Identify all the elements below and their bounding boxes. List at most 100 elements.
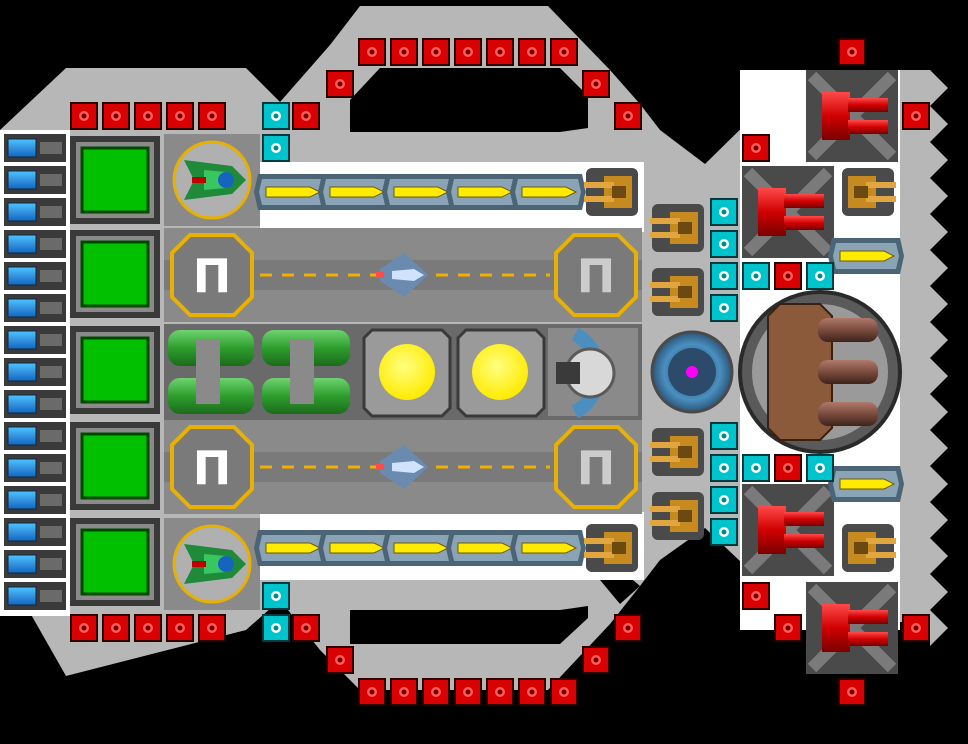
armor-block[interactable] — [454, 38, 482, 66]
armor-block[interactable] — [838, 678, 866, 706]
turret[interactable] — [584, 168, 638, 216]
fuel-tanks[interactable] — [168, 330, 350, 414]
armor-block[interactable] — [166, 102, 194, 130]
armor-block[interactable] — [742, 134, 770, 162]
armor-block[interactable] — [774, 454, 802, 482]
armor-block[interactable] — [326, 70, 354, 98]
armor-block[interactable] — [518, 38, 546, 66]
armor-block[interactable] — [102, 102, 130, 130]
shield-core[interactable] — [456, 328, 546, 418]
turret[interactable] — [842, 524, 896, 572]
battery-cell[interactable] — [3, 133, 67, 163]
shield-emitter[interactable] — [710, 262, 738, 290]
armor-block[interactable] — [582, 646, 610, 674]
armor-block[interactable] — [198, 614, 226, 642]
armor-block[interactable] — [774, 262, 802, 290]
reactor-module[interactable] — [68, 134, 162, 226]
shield-emitter[interactable] — [710, 198, 738, 226]
armor-block[interactable] — [550, 678, 578, 706]
armor-block[interactable] — [486, 38, 514, 66]
heavy-gun[interactable] — [806, 582, 898, 674]
armor-block[interactable] — [198, 102, 226, 130]
armor-block[interactable] — [582, 70, 610, 98]
battery-cell[interactable] — [3, 165, 67, 195]
armor-block[interactable] — [486, 678, 514, 706]
armor-block[interactable] — [326, 646, 354, 674]
armor-block[interactable] — [358, 678, 386, 706]
battery-cell[interactable] — [3, 229, 67, 259]
armor-block[interactable] — [422, 678, 450, 706]
armor-block[interactable] — [902, 102, 930, 130]
armor-block[interactable] — [390, 38, 418, 66]
reactor-module[interactable] — [68, 516, 162, 608]
shield-emitter[interactable] — [742, 454, 770, 482]
engine-module[interactable] — [548, 327, 638, 419]
battery-cell[interactable] — [3, 293, 67, 323]
turret[interactable] — [650, 268, 704, 316]
turret[interactable] — [650, 492, 704, 540]
missile-launcher[interactable] — [827, 465, 905, 503]
battery-cell[interactable] — [3, 325, 67, 355]
battery-cell[interactable] — [3, 581, 67, 611]
battery-cell[interactable] — [3, 453, 67, 483]
sensor-dome[interactable] — [650, 330, 734, 414]
shield-emitter[interactable] — [710, 518, 738, 546]
armor-block[interactable] — [838, 38, 866, 66]
armor-block[interactable] — [292, 102, 320, 130]
turret[interactable] — [650, 428, 704, 476]
turret[interactable] — [842, 168, 896, 216]
missile-launcher[interactable] — [509, 529, 587, 567]
armor-block[interactable] — [292, 614, 320, 642]
armor-block[interactable] — [134, 102, 162, 130]
hangar-lower[interactable]: Π Π — [164, 420, 642, 514]
hangar-upper[interactable]: Π Π — [164, 228, 642, 322]
shield-emitter[interactable] — [262, 134, 290, 162]
shield-emitter[interactable] — [806, 454, 834, 482]
heavy-gun[interactable] — [742, 166, 834, 258]
reactor-module[interactable] — [68, 324, 162, 416]
armor-block[interactable] — [166, 614, 194, 642]
battery-cell[interactable] — [3, 357, 67, 387]
battery-cell[interactable] — [3, 485, 67, 515]
fighter-icon[interactable] — [172, 140, 252, 220]
shield-emitter[interactable] — [806, 262, 834, 290]
shield-emitter[interactable] — [710, 422, 738, 450]
shield-emitter[interactable] — [742, 262, 770, 290]
battery-cell[interactable] — [3, 261, 67, 291]
armor-block[interactable] — [358, 38, 386, 66]
main-cannon[interactable] — [738, 290, 902, 454]
battery-cell[interactable] — [3, 197, 67, 227]
armor-block[interactable] — [518, 678, 546, 706]
reactor-module[interactable] — [68, 420, 162, 512]
armor-block[interactable] — [550, 38, 578, 66]
armor-block[interactable] — [614, 102, 642, 130]
missile-launcher[interactable] — [509, 173, 587, 211]
armor-block[interactable] — [742, 582, 770, 610]
turret[interactable] — [584, 524, 638, 572]
missile-launcher[interactable] — [827, 237, 905, 275]
armor-block[interactable] — [422, 38, 450, 66]
turret[interactable] — [650, 204, 704, 252]
armor-block[interactable] — [70, 614, 98, 642]
armor-block[interactable] — [102, 614, 130, 642]
shield-emitter[interactable] — [710, 294, 738, 322]
armor-block[interactable] — [70, 102, 98, 130]
heavy-gun[interactable] — [806, 70, 898, 162]
armor-block[interactable] — [390, 678, 418, 706]
armor-block[interactable] — [454, 678, 482, 706]
shield-emitter[interactable] — [710, 454, 738, 482]
armor-block[interactable] — [614, 614, 642, 642]
shield-emitter[interactable] — [262, 614, 290, 642]
heavy-gun[interactable] — [742, 484, 834, 576]
battery-cell[interactable] — [3, 421, 67, 451]
shield-core[interactable] — [362, 328, 452, 418]
armor-block[interactable] — [774, 614, 802, 642]
shield-emitter[interactable] — [710, 486, 738, 514]
fighter-icon[interactable] — [172, 524, 252, 604]
battery-cell[interactable] — [3, 517, 67, 547]
shield-emitter[interactable] — [710, 230, 738, 258]
reactor-module[interactable] — [68, 228, 162, 320]
battery-cell[interactable] — [3, 389, 67, 419]
